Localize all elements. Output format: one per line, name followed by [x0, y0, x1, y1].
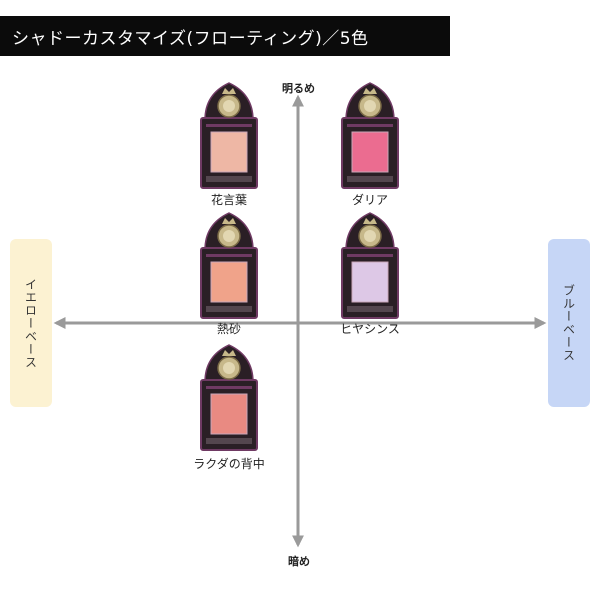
product-dalia: [339, 80, 401, 192]
product-hanakotoba: [198, 80, 260, 192]
product-rakuda: [198, 342, 260, 454]
eyeshadow-package-icon: [200, 212, 258, 319]
yellow-base-box: イエローベース: [10, 239, 52, 407]
product-hyacinth: [339, 210, 401, 322]
axis-label-left: イエローベース: [23, 277, 38, 369]
eyeshadow-package-icon: [341, 212, 399, 319]
axis-label-right: ブルーベース: [561, 284, 576, 362]
shade-label-dalia: ダリア: [351, 193, 389, 207]
eyeshadow-package-icon: [200, 82, 258, 189]
blue-base-box: ブルーベース: [548, 239, 590, 407]
shade-label-hyacinth: ヒヤシンス: [340, 322, 400, 336]
product-nessa: [198, 210, 260, 322]
eyeshadow-package-icon: [200, 344, 258, 451]
shade-label-nessa: 熱砂: [216, 322, 242, 336]
eyeshadow-package-icon: [341, 82, 399, 189]
shade-label-rakuda: ラクダの背中: [193, 457, 265, 471]
page-title-text: シャドーカスタマイズ(フローティング)／5色: [12, 28, 369, 49]
axis-label-top: 明るめ: [282, 82, 315, 95]
axis-label-bottom: 暗め: [288, 555, 310, 568]
page-title: シャドーカスタマイズ(フローティング)／5色: [0, 16, 450, 56]
shade-label-hanakotoba: 花言葉: [210, 193, 248, 207]
